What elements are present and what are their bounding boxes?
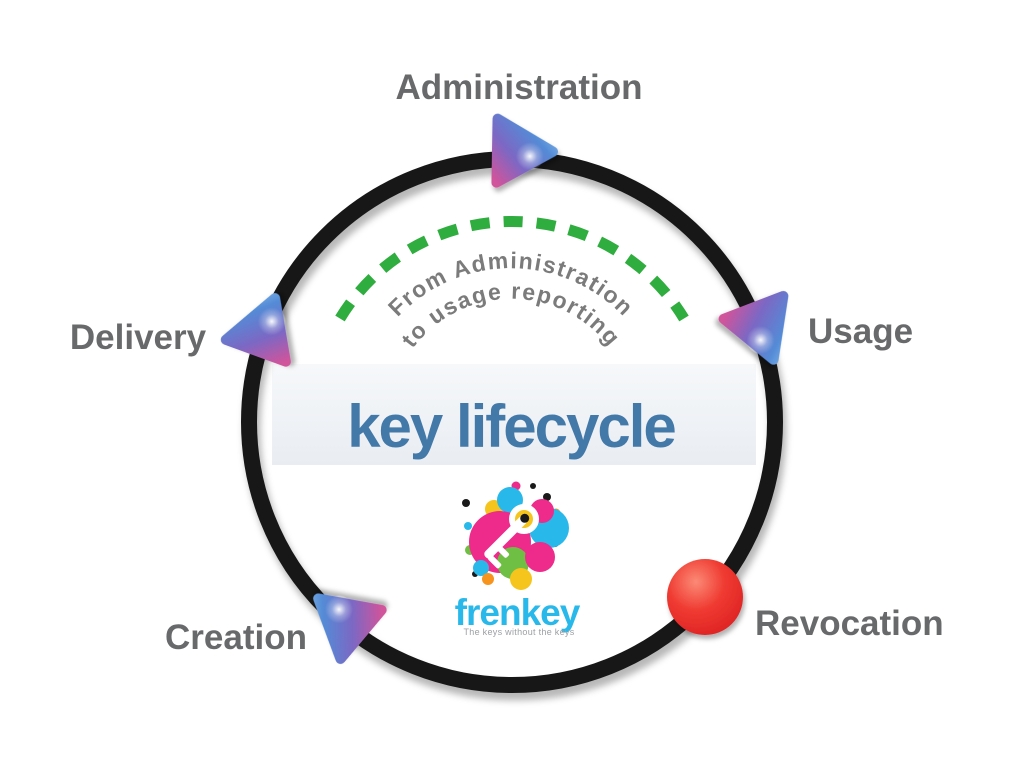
stage-label-administration: Administration: [396, 68, 643, 107]
flow-arc-dashed: [335, 216, 689, 322]
arrow-marker-administration: [491, 113, 558, 188]
stage-label-usage: Usage: [808, 312, 913, 351]
stage-label-revocation: Revocation: [755, 604, 944, 643]
key-tooth: [497, 545, 510, 558]
arrow-marker-delivery: [220, 293, 291, 367]
logo-bubble: [473, 560, 489, 576]
arrow-marker-creation: [313, 593, 387, 665]
arrow-highlight: [515, 142, 544, 171]
diagram-title: key lifecycle: [347, 393, 675, 460]
stage-label-delivery: Delivery: [70, 318, 207, 357]
key-bow-dot: [520, 513, 530, 523]
key-tooth: [488, 555, 502, 569]
key-bow: [509, 504, 539, 534]
logo-wordmark: frenkey: [455, 592, 581, 633]
title-band: [272, 364, 756, 465]
logo-bubble: [462, 499, 470, 507]
arrow-highlight: [257, 307, 286, 336]
arrow-highlight: [746, 325, 775, 354]
key-icon: [484, 504, 539, 569]
logo-bubble: [510, 568, 532, 590]
frenkey-logo: frenkey The keys without the keys: [455, 481, 582, 637]
logo-bubble: [482, 573, 494, 585]
logo-bubbles: [462, 481, 569, 590]
red-dot-marker-revocation: [667, 559, 743, 635]
stage-label-creation: Creation: [165, 618, 307, 657]
logo-bubble: [525, 542, 555, 572]
logo-tagline: The keys without the keys: [463, 627, 574, 637]
logo-bubble: [530, 483, 536, 489]
arrow-marker-usage: [718, 290, 789, 365]
arrow-highlight: [325, 595, 354, 624]
logo-bubble: [543, 493, 551, 501]
logo-bubble: [464, 522, 472, 530]
